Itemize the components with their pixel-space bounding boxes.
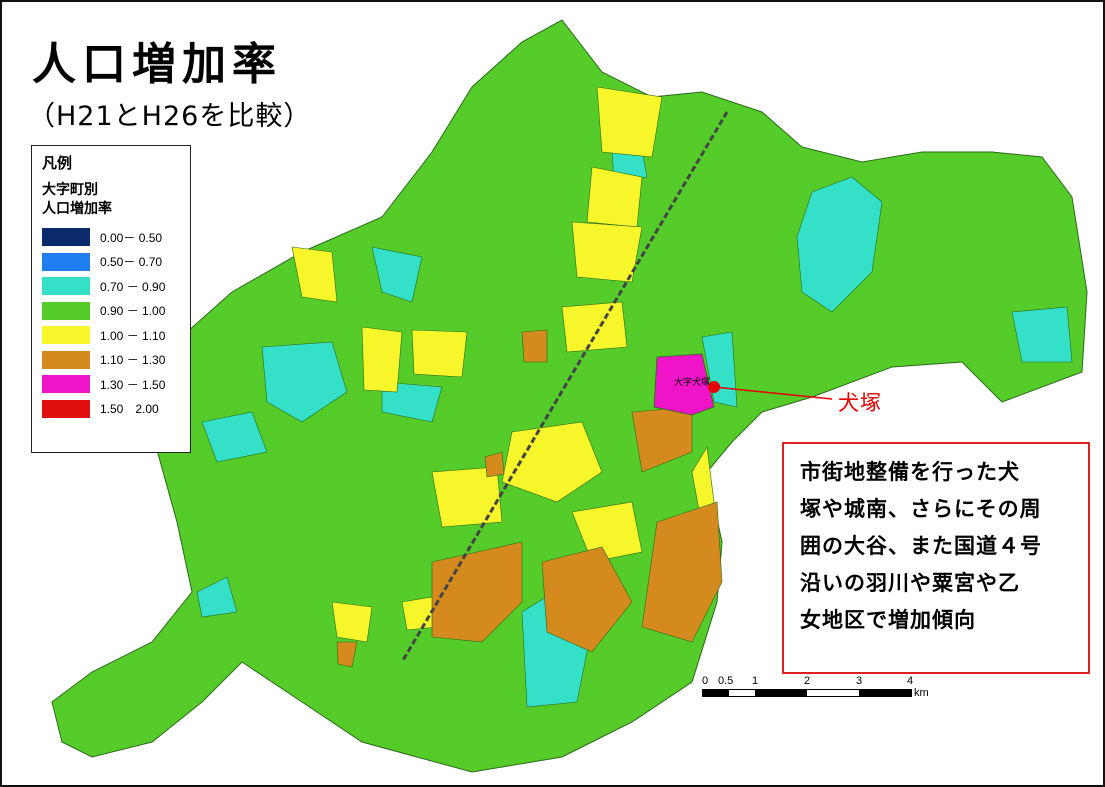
district-orange-small2 [484,451,505,478]
legend-range: 0.50－ 0.70 [100,255,163,270]
scale-tick-label: 0.5 [718,675,734,687]
legend-range: 0.70 － 0.90 [100,279,166,294]
district-yellow-west [291,246,338,303]
map-title: 人口増加率 [32,39,282,90]
district-orange-east [641,501,723,643]
scale-segment [755,690,807,696]
district-yellow-center2 [431,466,503,528]
scale-tick-label: 3 [856,675,863,687]
legend-range: 1.00 － 1.10 [100,328,166,343]
legend-row: 1.10 － 1.30 [42,348,190,373]
district-orange-sw [431,541,523,643]
legend-subtitle-1: 大字町別 [42,182,98,198]
district-cyan-west3 [201,411,268,463]
map-label-inuzuka: 大字犬塚 [674,376,710,388]
legend-row: 0.90 － 1.00 [42,299,190,324]
legend-swatch [42,350,90,369]
scale-unit: km [914,687,929,699]
callout-leader-line [713,386,833,400]
legend-range: 1.10 － 1.30 [100,353,166,368]
legend-swatch [42,399,90,418]
map-subtitle: （H21とH26を比較） [28,101,312,132]
legend: 凡例 大字町別 人口増加率 0.00－ 0.50 0.50－ 0.70 0.70… [31,145,191,453]
scale-segment [729,690,755,696]
legend-row: 0.00－ 0.50 [42,225,190,250]
district-cyan-farright [1011,306,1073,363]
district-cyan-east [796,176,883,313]
scale-segment [703,690,729,696]
legend-row: 0.50－ 0.70 [42,250,190,275]
legend-swatch [42,228,90,247]
scale-tick-label: 1 [752,675,759,687]
legend-swatch [42,375,90,394]
district-cyan-sw [196,576,238,618]
legend-swatch [42,252,90,271]
annotation-line: 沿いの羽川や粟宮や乙 [800,571,1020,595]
legend-range: 0.00－ 0.50 [100,230,163,245]
railway-line [400,111,729,663]
district-orange-small1 [521,329,548,363]
district-cyan-west2 [261,341,348,423]
scale-bar-graphic [702,689,912,697]
district-yellow-north2 [586,166,643,228]
district-yellow-west3 [411,329,468,378]
legend-subtitle-2: 人口増加率 [42,201,112,217]
legend-title: 凡例 [42,154,73,172]
legend-row: 0.70 － 0.90 [42,274,190,299]
scale-tick-label: 4 [907,675,914,687]
scale-bar: 0 0.5 1 2 3 4 km [702,675,942,699]
legend-range: 0.90 － 1.00 [100,304,166,319]
legend-range: 1.30 － 1.50 [100,377,166,392]
district-cyan-west1 [371,246,423,303]
scale-tick-label: 0 [702,675,709,687]
annotation-line: 市街地整備を行った犬 [800,460,1020,484]
district-orange-small3 [336,641,358,668]
scale-segment [807,690,859,696]
district-yellow-corridor1 [571,221,643,283]
legend-range: 1.50 2.00 [100,402,159,417]
scale-tick-label: 2 [804,675,811,687]
legend-row: 1.30 － 1.50 [42,372,190,397]
annotation-line: 女地区で増加傾向 [800,608,976,632]
scale-segment [859,690,911,696]
district-orange-center [541,546,633,653]
legend-row: 1.50 2.00 [42,397,190,422]
annotation-line: 囲の大谷、また国道４号 [800,534,1042,558]
annotation-line: 塚や城南、さらにその周 [800,497,1042,521]
legend-swatch [42,301,90,320]
annotation-box: 市街地整備を行った犬 塚や城南、さらにその周 囲の大谷、また国道４号 沿いの羽川… [782,442,1090,674]
district-yellow-corridor2 [561,301,628,353]
district-yellow-north [596,86,663,158]
callout-label-inuzuka: 犬塚 [838,391,882,415]
district-magenta-inuzuka [653,353,715,416]
district-yellow-south [571,501,643,563]
scale-ticks: 0 0.5 1 2 3 4 [702,675,942,689]
district-yellow-sw [331,601,373,643]
legend-rows: 0.00－ 0.50 0.50－ 0.70 0.70 － 0.90 0.90 －… [42,225,190,421]
legend-swatch [42,277,90,296]
district-yellow-west2 [361,326,403,393]
legend-swatch [42,326,90,345]
legend-row: 1.00 － 1.10 [42,323,190,348]
